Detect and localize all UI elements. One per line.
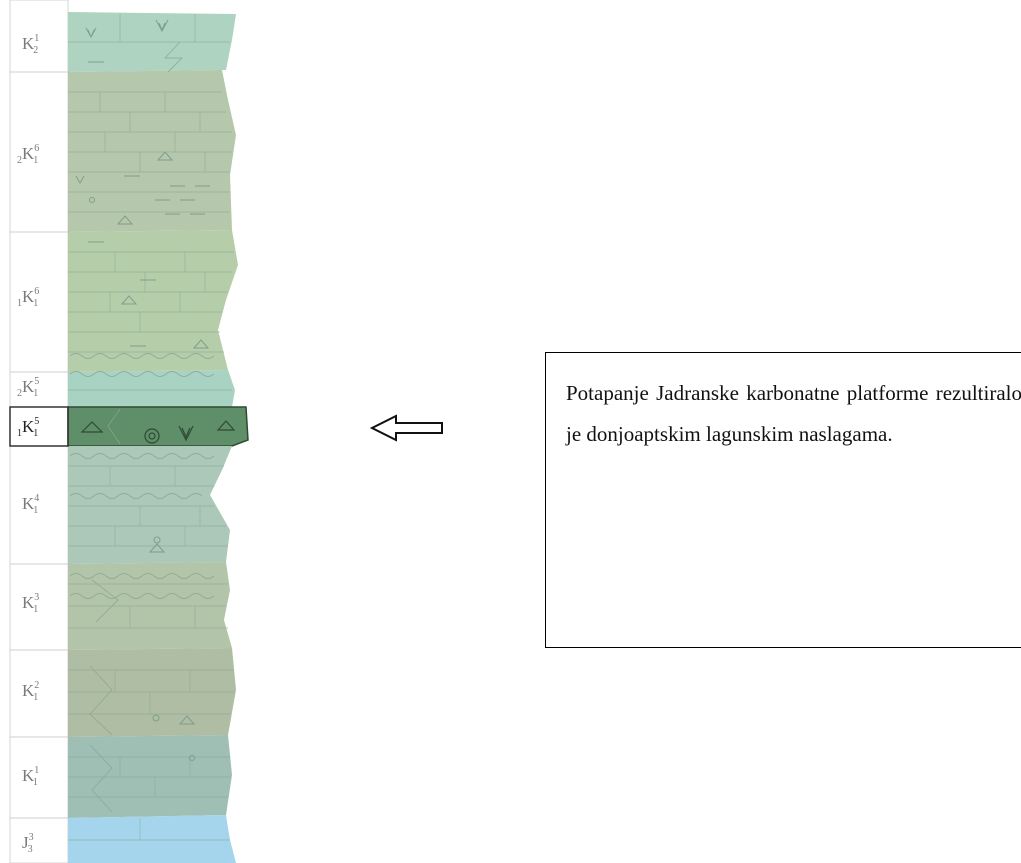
layer-j33 bbox=[68, 815, 236, 863]
rock-layers bbox=[67, 12, 249, 863]
label-boundaries bbox=[10, 71, 68, 819]
layer-2k61 bbox=[68, 70, 236, 232]
annotation-text: Potapanje Jadranske karbonatne platforme… bbox=[566, 381, 1021, 446]
dash-marks bbox=[88, 61, 210, 347]
highlight-label-frame bbox=[9, 406, 69, 447]
shell-symbols bbox=[75, 19, 195, 761]
layer-k21-lower bbox=[68, 648, 236, 737]
annotation-box: Potapanje Jadranske karbonatne platforme… bbox=[545, 352, 1021, 648]
highlight-layer-symbols bbox=[80, 420, 236, 444]
layer-1k61 bbox=[68, 230, 238, 372]
triangle-markers bbox=[116, 151, 210, 725]
label-column-frame bbox=[9, 0, 69, 863]
wavy-horizons bbox=[69, 353, 215, 599]
layer-k41 bbox=[68, 446, 232, 564]
layer-2k51 bbox=[68, 370, 235, 407]
bedding-lines bbox=[68, 41, 234, 841]
zigzag-marks bbox=[89, 41, 184, 813]
left-arrow-icon bbox=[370, 414, 443, 442]
vertical-joints bbox=[99, 14, 206, 840]
